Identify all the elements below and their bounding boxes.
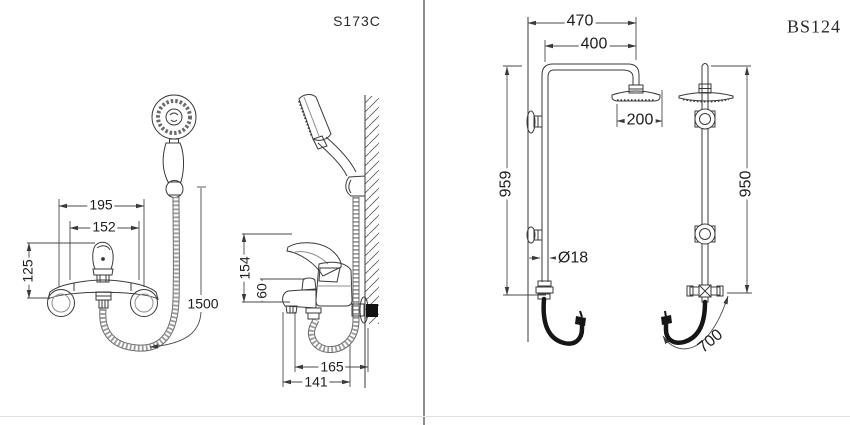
- wall-hatching: [365, 95, 379, 388]
- dim-depth-outer-label: 141: [302, 373, 330, 390]
- side-view-dimensions: [241, 233, 369, 387]
- dim-hose-length-label: 1500: [185, 295, 221, 312]
- shower-hose-front-drawing: [103, 197, 177, 348]
- dim-head-diameter-label: 200: [624, 111, 656, 130]
- mixer-side-drawing: [283, 243, 378, 323]
- hand-shower-side-drawing: [299, 95, 365, 196]
- dim-pipe-diameter-label: Ø18: [555, 249, 591, 268]
- dim-width-inner-label: 152: [90, 218, 118, 235]
- shower-hose-side-drawing: [312, 197, 357, 350]
- dim-arm-from-wall-label: 470: [564, 12, 596, 31]
- panel-divider: [423, 0, 425, 425]
- dim-arm-length-label: 400: [578, 35, 610, 54]
- dim-column-height-front-label: 959: [497, 168, 516, 200]
- model-label-bs124: BS124: [786, 16, 842, 37]
- hand-shower-front-drawing: [152, 95, 196, 198]
- dim-width-outer-label: 195: [87, 196, 115, 213]
- supply-hose-front-drawing: [544, 299, 586, 344]
- mixer-front-drawing: [48, 242, 159, 316]
- model-label-s173c: S173C: [333, 13, 381, 29]
- dim-column-height-side-label: 950: [737, 168, 756, 200]
- dim-height-total-label: 154: [236, 254, 253, 282]
- dim-depth-inner-label: 165: [318, 358, 346, 375]
- sheet-bottom-rule: [0, 416, 850, 417]
- s173c-drawing: [26, 0, 379, 425]
- dim-height-label: 125: [19, 257, 36, 285]
- shower-column-front-drawing: [527, 64, 660, 299]
- dim-spout-height-label: 60: [253, 281, 270, 301]
- supply-hose-side-drawing: [661, 302, 705, 343]
- bs124-drawing: [425, 0, 850, 425]
- shower-column-side-drawing: [679, 64, 733, 303]
- diverter-cross-drawing: [687, 285, 723, 302]
